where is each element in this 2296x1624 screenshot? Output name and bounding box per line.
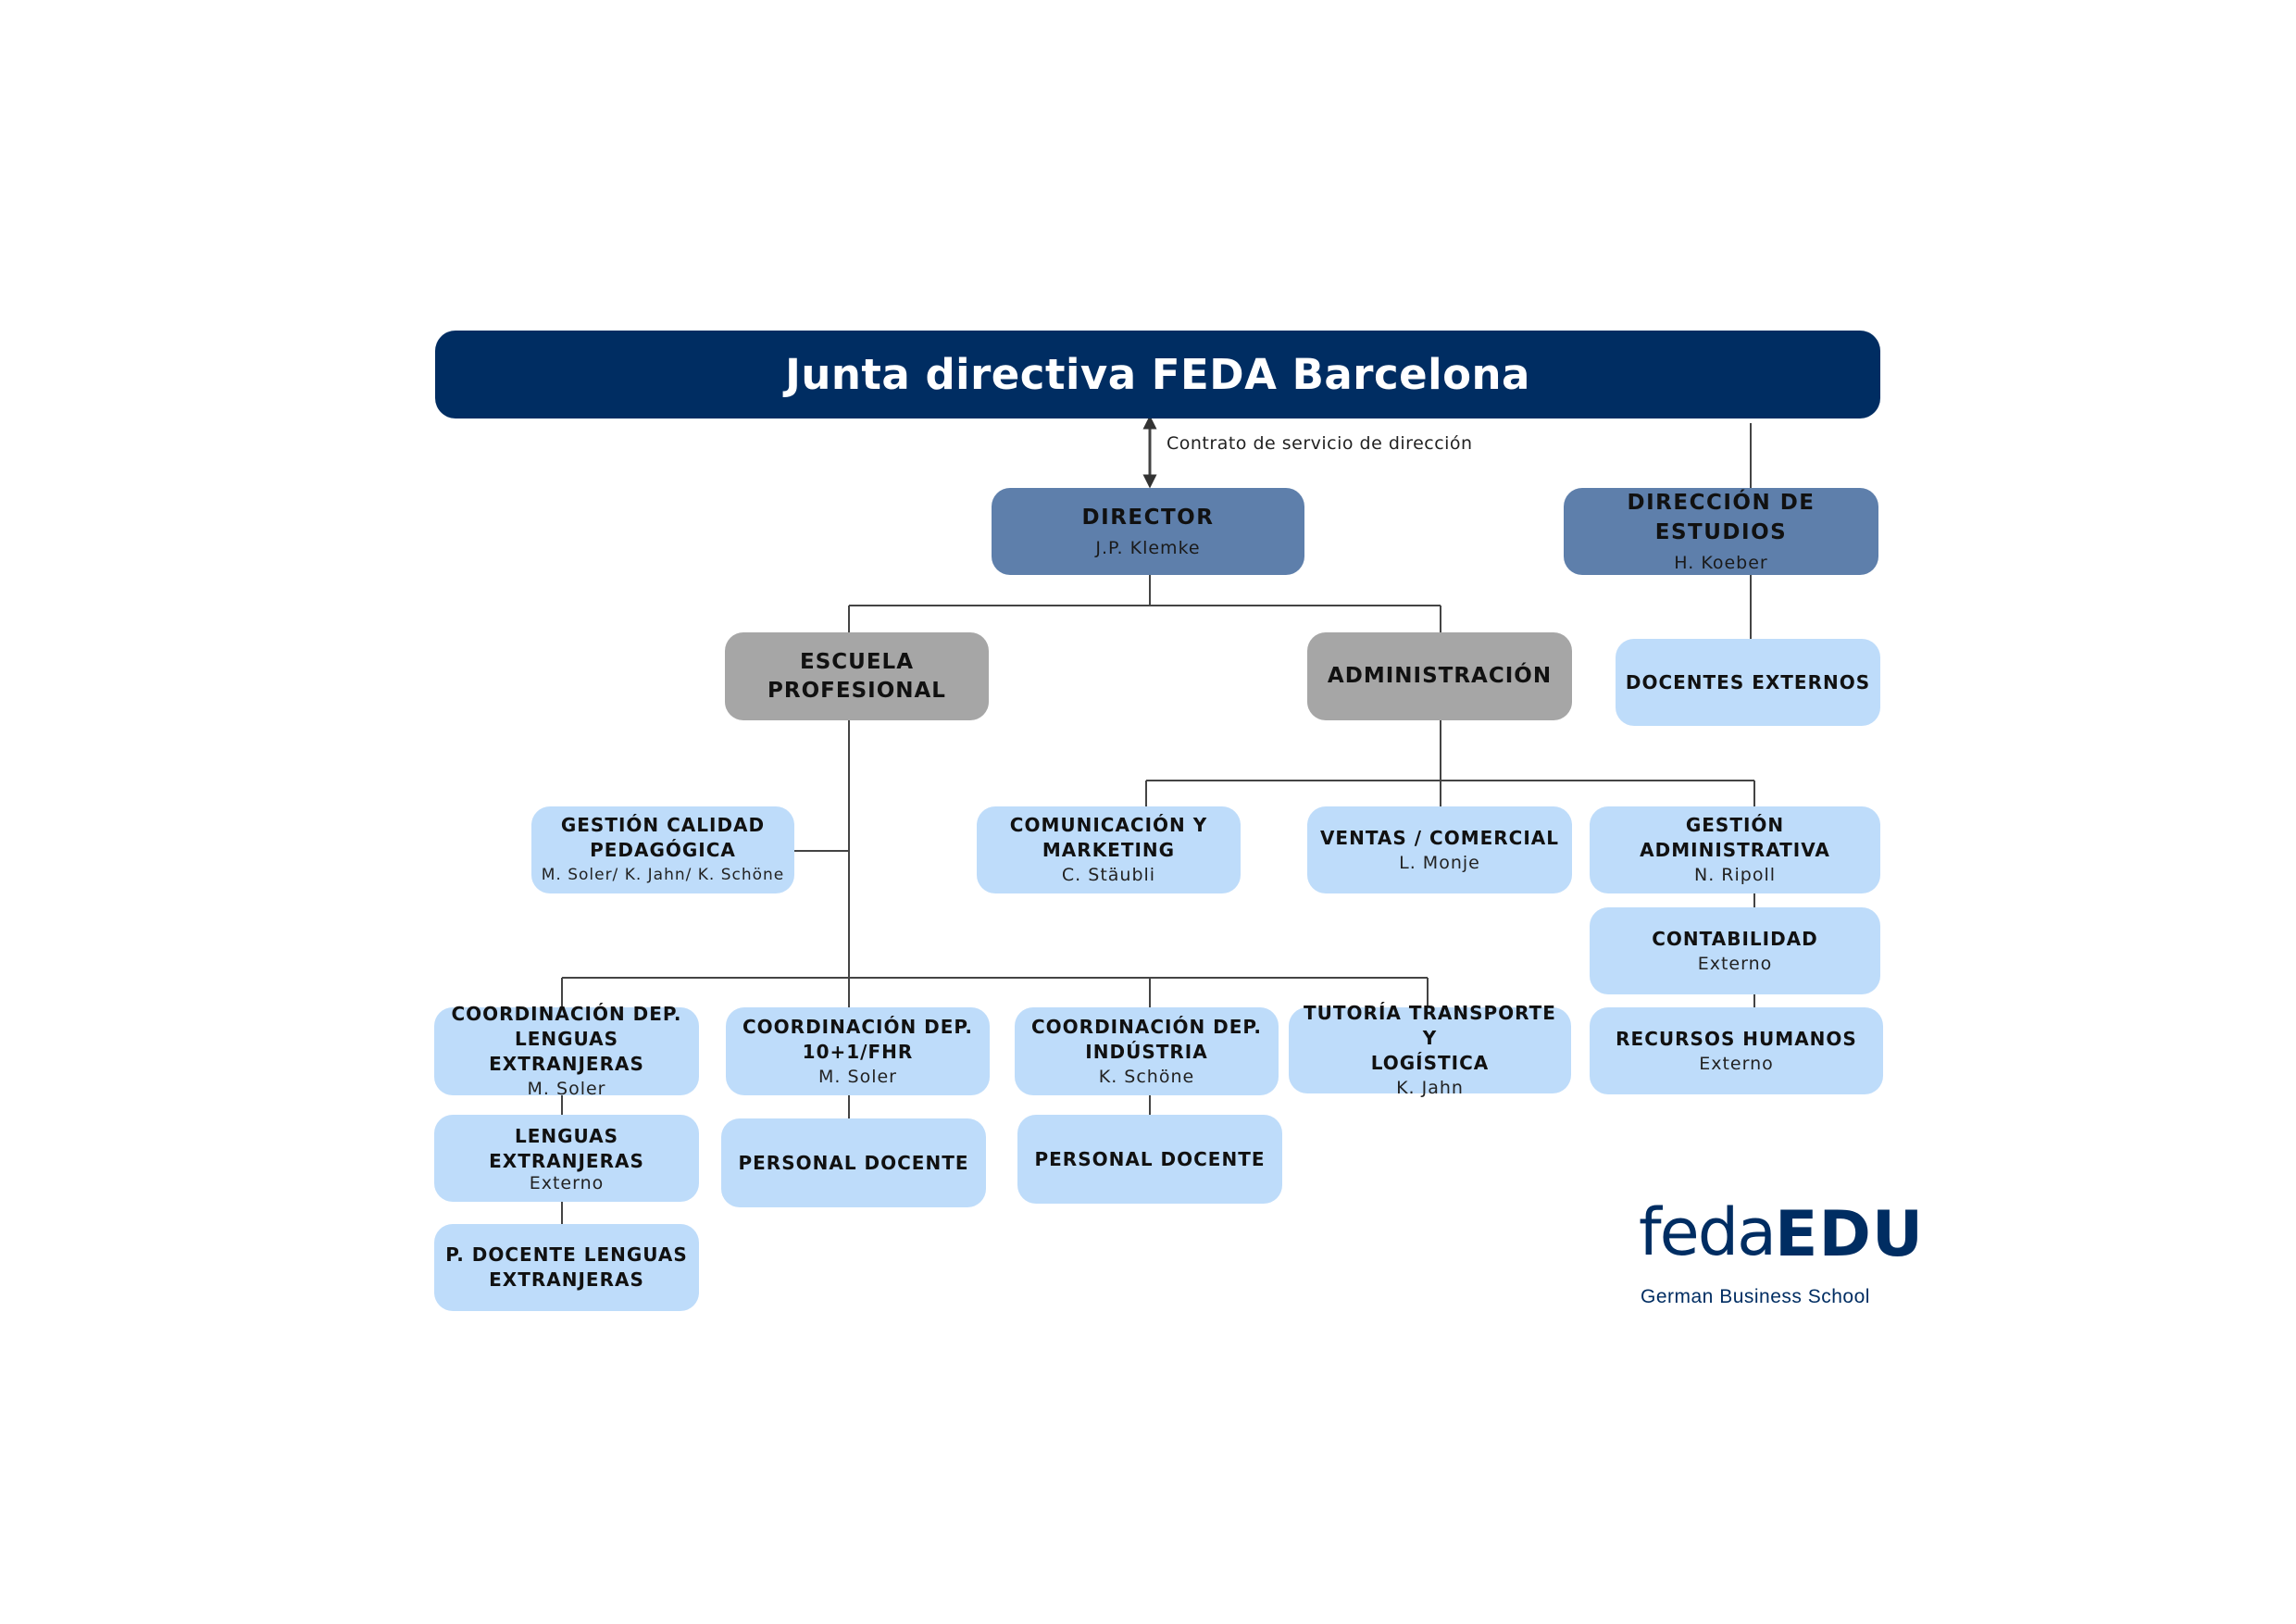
tutoria-title: TUTORÍA TRANSPORTE Y LOGÍSTICA — [1304, 1002, 1556, 1074]
ventas-title: VENTAS / COMERCIAL — [1319, 826, 1560, 849]
personal-docente-1-box: PERSONAL DOCENTE — [721, 1118, 986, 1207]
director-name: J.P. Klemke — [1095, 538, 1201, 558]
coord-industria-name: K. Schöne — [1098, 1066, 1195, 1087]
board-title: Junta directiva FEDA Barcelona — [785, 350, 1530, 399]
escuela-box: ESCUELA PROFESIONAL — [725, 632, 989, 720]
personal-docente-2-title: PERSONAL DOCENTE — [1034, 1147, 1266, 1170]
personal-docente-1-title: PERSONAL DOCENTE — [738, 1151, 969, 1174]
ventas-box: VENTAS / COMERCIAL L. Monje — [1307, 806, 1572, 893]
escuela-title: ESCUELA PROFESIONAL — [767, 649, 946, 703]
gestion-calidad-box: GESTIÓN CALIDAD PEDAGÓGICA M. Soler/ K. … — [531, 806, 794, 893]
p-docente-lenguas-title: P. DOCENTE LENGUAS EXTRANJERAS — [445, 1243, 688, 1291]
comunicacion-name: C. Stäubli — [1061, 865, 1156, 885]
rrhh-name: Externo — [1699, 1053, 1774, 1074]
comunicacion-title: COMUNICACIÓN Y MARKETING — [1009, 814, 1208, 861]
logo-edu: EDU — [1775, 1198, 1925, 1271]
contabilidad-box: CONTABILIDAD Externo — [1590, 907, 1880, 994]
contabilidad-title: CONTABILIDAD — [1652, 927, 1818, 950]
administracion-title: ADMINISTRACIÓN — [1327, 664, 1553, 688]
gestion-calidad-title: GESTIÓN CALIDAD PEDAGÓGICA — [560, 814, 766, 861]
gestion-calidad-name: M. Soler/ K. Jahn/ K. Schöne — [541, 866, 785, 884]
direccion-estudios-title: DIRECCIÓN DE ESTUDIOS — [1627, 491, 1816, 544]
tutoria-name: K. Jahn — [1396, 1078, 1464, 1098]
coord-10-title: COORDINACIÓN DEP. 10+1/FHR — [742, 1015, 973, 1063]
coord-lenguas-name: M. Soler — [527, 1079, 606, 1099]
coord-10-name: M. Soler — [818, 1066, 897, 1087]
ventas-name: L. Monje — [1399, 852, 1480, 873]
logo-tagline: German Business School — [1641, 1286, 1870, 1307]
coord-industria-title: COORDINACIÓN DEP. INDÚSTRIA — [1030, 1015, 1262, 1063]
lenguas-ext-box: LENGUAS EXTRANJERAS Externo — [434, 1115, 699, 1202]
gestion-admin-name: N. Ripoll — [1693, 865, 1776, 885]
coord-lenguas-title: COORDINACIÓN DEP. LENGUAS EXTRANJERAS — [451, 1003, 682, 1075]
docentes-externos-box: DOCENTES EXTERNOS — [1616, 639, 1880, 726]
p-docente-lenguas-box: P. DOCENTE LENGUAS EXTRANJERAS — [434, 1224, 699, 1311]
docentes-externos-title: DOCENTES EXTERNOS — [1625, 670, 1871, 693]
personal-docente-2-box: PERSONAL DOCENTE — [1017, 1115, 1282, 1204]
contract-label: Contrato de servicio de dirección — [1167, 433, 1473, 454]
logo-feda: feda — [1639, 1194, 1777, 1270]
coord-lenguas-box: COORDINACIÓN DEP. LENGUAS EXTRANJERAS M.… — [434, 1003, 699, 1099]
contabilidad-name: Externo — [1697, 953, 1773, 974]
director-box: DIRECTOR J.P. Klemke — [992, 488, 1304, 575]
coord-10-box: COORDINACIÓN DEP. 10+1/FHR M. Soler — [726, 1007, 990, 1095]
lenguas-ext-name: Externo — [529, 1173, 605, 1193]
direccion-estudios-name: H. Koeber — [1674, 553, 1768, 573]
comunicacion-box: COMUNICACIÓN Y MARKETING C. Stäubli — [977, 806, 1241, 893]
lenguas-ext-title: LENGUAS EXTRANJERAS — [489, 1125, 644, 1172]
gestion-admin-box: GESTIÓN ADMINISTRATIVA N. Ripoll — [1590, 806, 1880, 893]
rrhh-title: RECURSOS HUMANOS — [1616, 1027, 1857, 1050]
direccion-estudios-box: DIRECCIÓN DE ESTUDIOS H. Koeber — [1564, 488, 1878, 575]
coord-industria-box: COORDINACIÓN DEP. INDÚSTRIA K. Schöne — [1015, 1007, 1279, 1095]
board-header: Junta directiva FEDA Barcelona — [435, 331, 1880, 418]
administracion-box: ADMINISTRACIÓN — [1307, 632, 1572, 720]
director-title: DIRECTOR — [1081, 506, 1215, 530]
rrhh-box: RECURSOS HUMANOS Externo — [1590, 1007, 1883, 1094]
tutoria-box: TUTORÍA TRANSPORTE Y LOGÍSTICA K. Jahn — [1289, 1002, 1571, 1098]
gestion-admin-title: GESTIÓN ADMINISTRATIVA — [1640, 814, 1830, 861]
